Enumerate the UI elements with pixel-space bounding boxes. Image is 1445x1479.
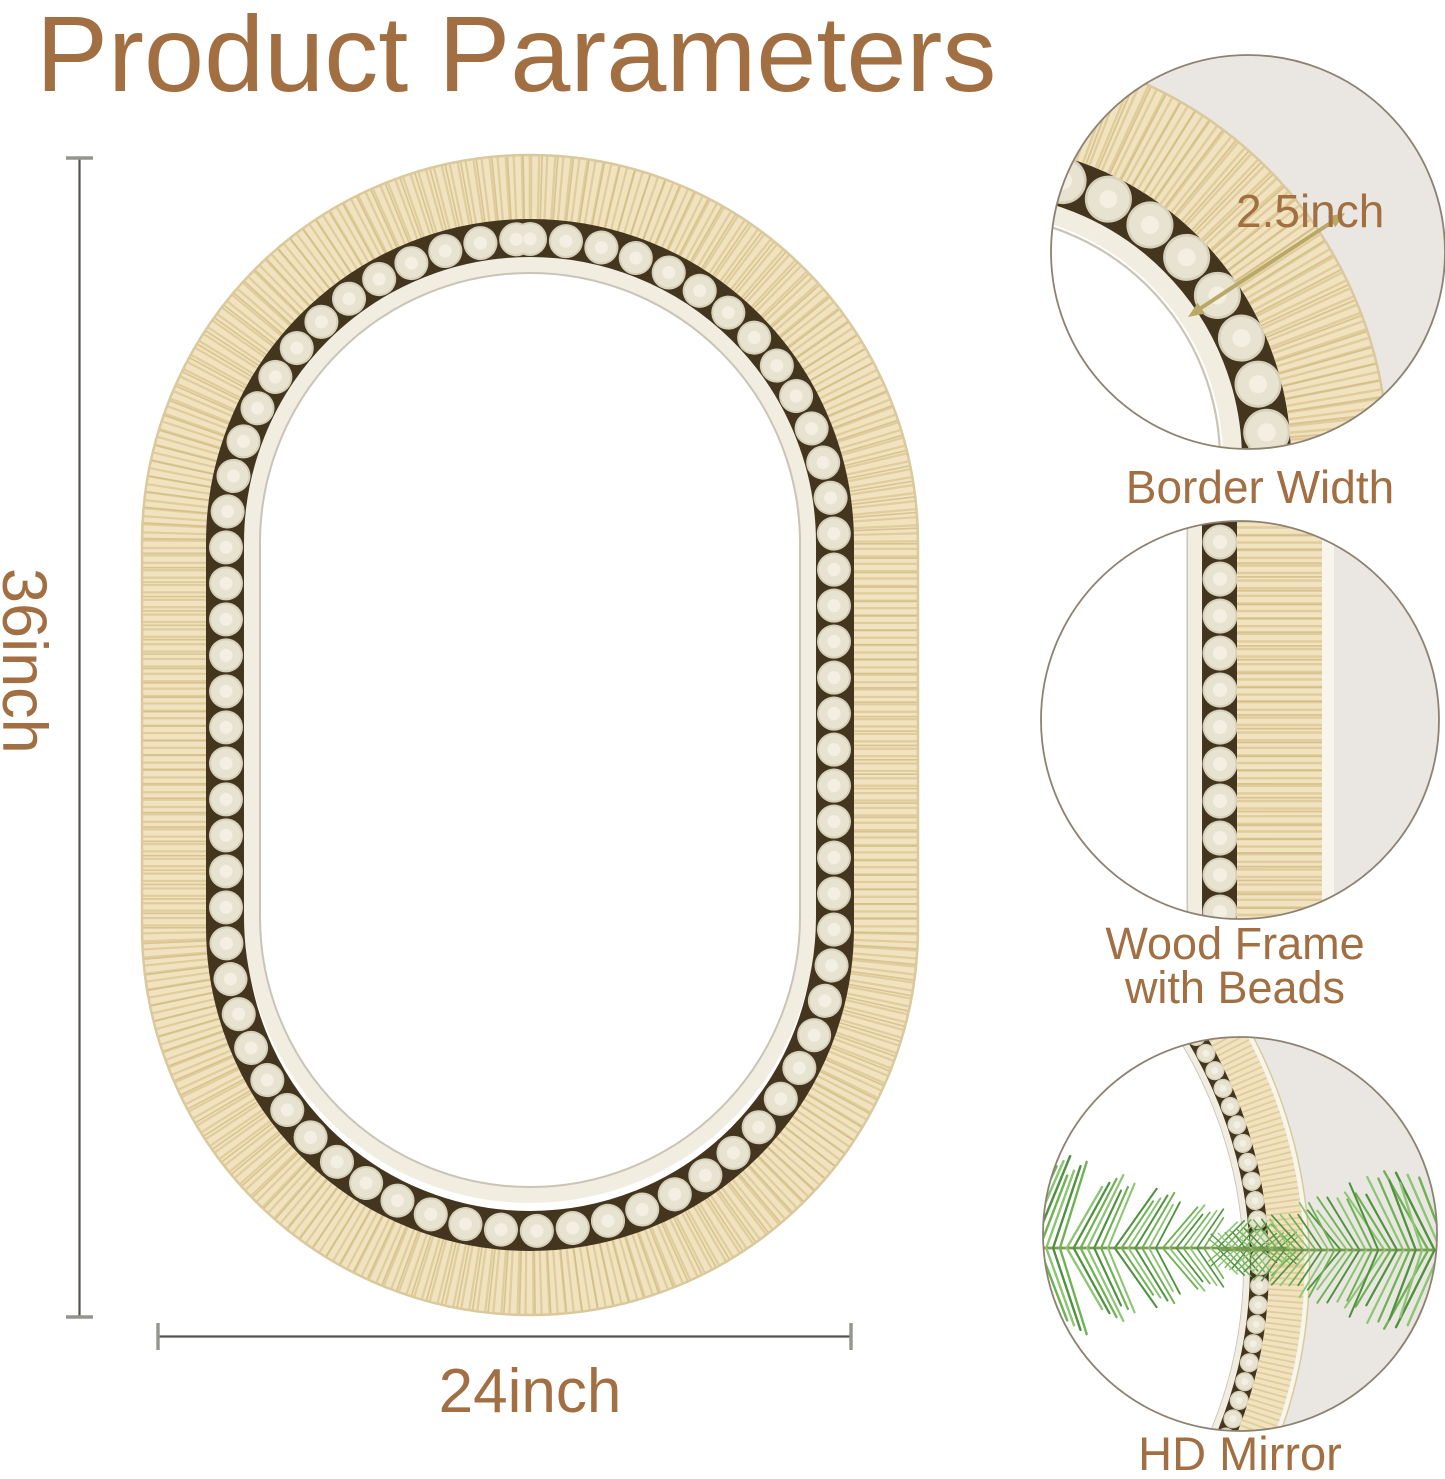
border-width-arrow: [1188, 213, 1345, 317]
height-dimension-label: 36inch: [0, 568, 59, 754]
height-dimension: [66, 156, 93, 1319]
page-title: Product Parameters: [36, 0, 997, 114]
caption-wood-frame: Wood Frame with Beads: [1030, 918, 1440, 1013]
callout-hd-mirror-art: [1043, 1037, 1437, 1431]
mirror-surface: [260, 273, 800, 1187]
inner-lip: [244, 257, 816, 1203]
oval-mirror: [140, 153, 920, 1317]
caption-border-width: Border Width: [1125, 461, 1395, 513]
rattan-bright-edge: [1322, 521, 1334, 919]
rattan-striations: [142, 155, 918, 1315]
callout-border-width-art: [1051, 55, 1445, 449]
mirror-edge-line: [259, 272, 801, 1188]
rattan-bright-edge: [1043, 1037, 1310, 1431]
mirror-surface-zoom: [1041, 521, 1187, 919]
border-width-measure-label: 2.5inch: [1236, 185, 1385, 237]
width-dimension-label: 24inch: [438, 1357, 622, 1426]
inner-lip-zoom: [1188, 521, 1203, 919]
callout-circle-hd-mirror: [1042, 1036, 1438, 1432]
caption-wood-frame-line1: Wood Frame: [1105, 918, 1365, 969]
width-dimension: [156, 1323, 853, 1350]
callout-wood-frame-art: [1041, 521, 1439, 919]
callout-circle-border-width: [1050, 54, 1445, 450]
caption-wood-frame-line2: with Beads: [1124, 962, 1346, 1013]
rattan-outer-edge-zoom: [1043, 1037, 1311, 1431]
bead-ring-highlight: [219, 232, 841, 1238]
rattan-outer-edge: [140, 153, 920, 1317]
caption-hd-mirror: HD Mirror: [1138, 1427, 1342, 1479]
mirror-surface-zoom: [1051, 210, 1225, 449]
rattan-striations-zoom: [1043, 1037, 1305, 1431]
callout-circle-wood-frame: [1040, 520, 1440, 920]
palm-leaves-reflection: [1043, 1154, 1437, 1346]
